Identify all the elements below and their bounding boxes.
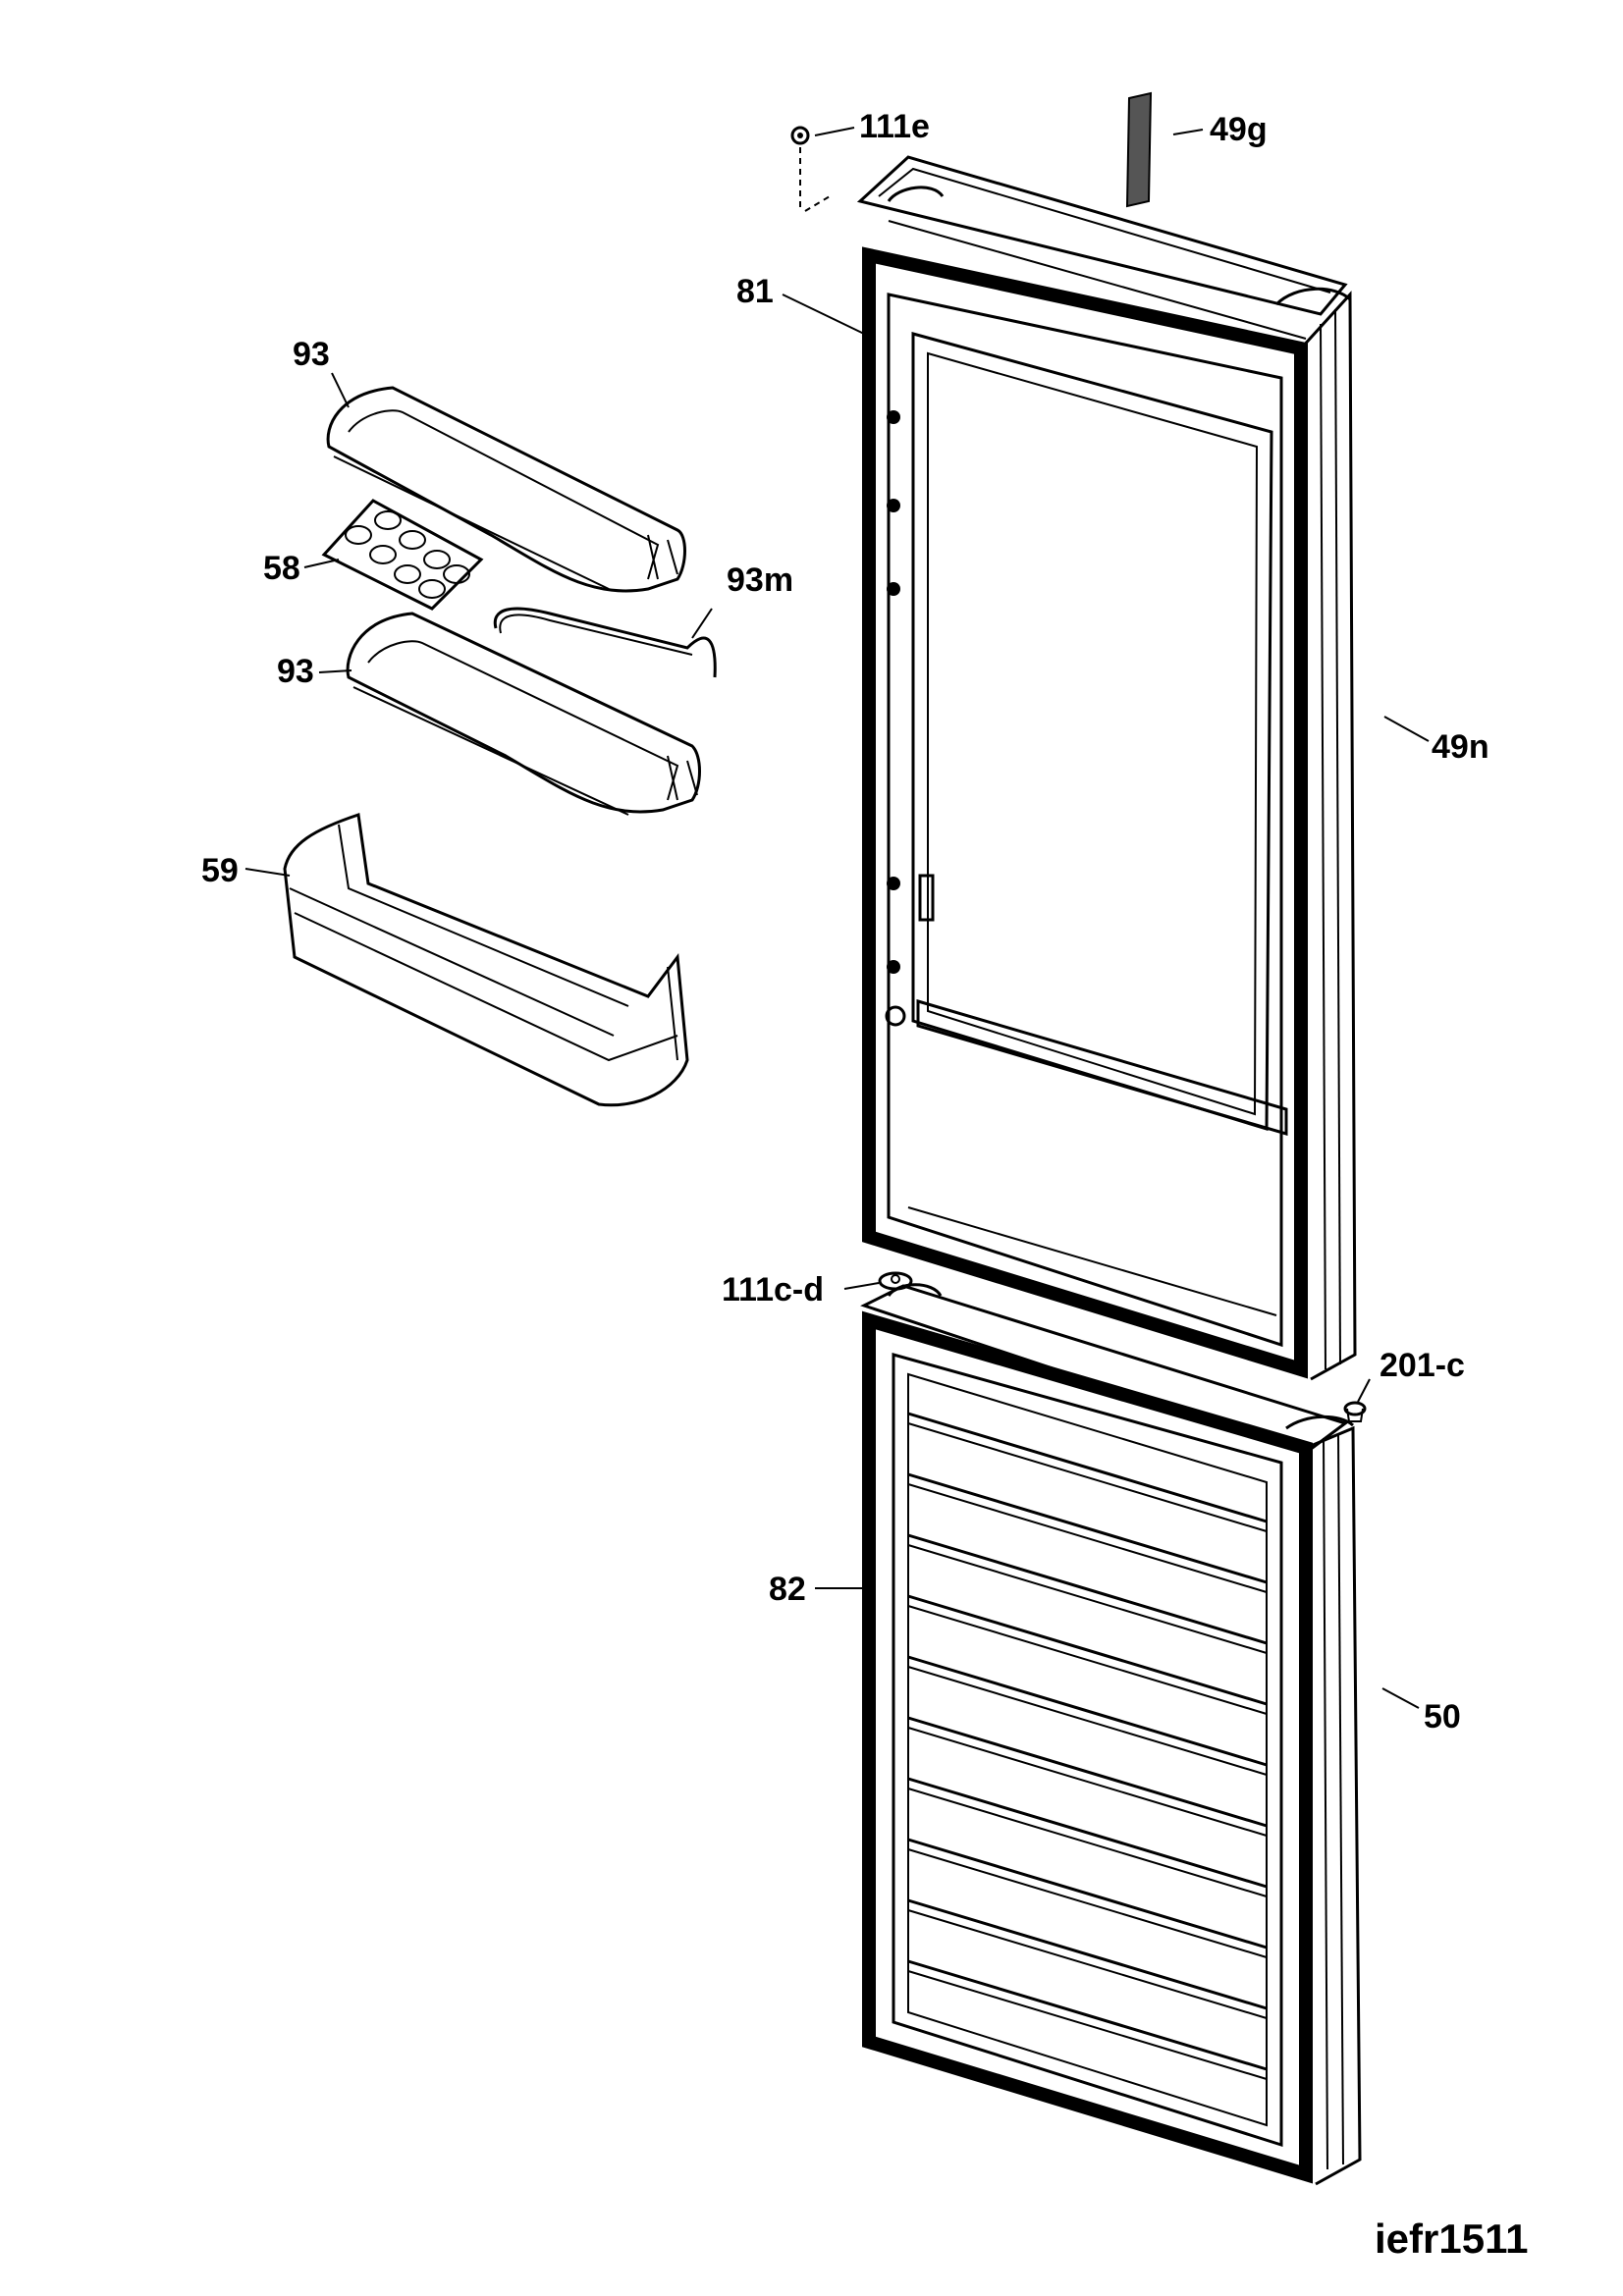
- label-49g: 49g: [1210, 111, 1268, 148]
- label-59: 59: [201, 852, 239, 889]
- label-201-c: 201-c: [1380, 1347, 1465, 1384]
- rib-line: [907, 1666, 1268, 1776]
- cover-49g: [1125, 91, 1153, 208]
- label-50: 50: [1424, 1698, 1461, 1735]
- hinge-bracket-111c-d: [878, 1271, 913, 1291]
- freezer-door-82: [860, 1283, 1362, 2186]
- rib-line: [907, 1544, 1268, 1654]
- door-shelf-93-top: [326, 386, 686, 593]
- label-111c-d: 111c-d: [722, 1271, 824, 1308]
- egg-tray-58: [321, 499, 484, 611]
- label-81: 81: [736, 273, 774, 310]
- rib-line: [907, 1970, 1268, 2080]
- rib-line: [907, 1959, 1268, 2071]
- freezer-ribs: [907, 1412, 1268, 2080]
- wire-rail-93m: [493, 607, 717, 678]
- rib-line: [907, 1716, 1268, 1828]
- rib-line: [907, 1594, 1268, 1706]
- bottle-shelf-59: [283, 813, 689, 1107]
- pin-201-c: [1343, 1401, 1367, 1422]
- label-49n: 49n: [1432, 728, 1489, 766]
- rib-line: [907, 1483, 1268, 1593]
- rib-line: [907, 1848, 1268, 1958]
- rib-line: [907, 1727, 1268, 1837]
- rib-line: [907, 1472, 1268, 1584]
- rib-line: [907, 1777, 1268, 1889]
- label-111e: 111e: [859, 108, 930, 145]
- rib-line: [907, 1909, 1268, 2019]
- rib-line: [907, 1605, 1268, 1715]
- rib-line: [907, 1412, 1268, 1523]
- label-93-mid: 93: [277, 653, 314, 690]
- rib-line: [907, 1898, 1268, 2010]
- label-82: 82: [769, 1571, 806, 1608]
- rib-line: [907, 1533, 1268, 1645]
- rib-line: [907, 1838, 1268, 1949]
- label-93-top: 93: [293, 336, 330, 373]
- rib-line: [907, 1788, 1268, 1897]
- rib-line: [907, 1422, 1268, 1532]
- drawing-reference: iefr1511: [1375, 2216, 1528, 2262]
- hinge-pin-111e: [790, 126, 831, 212]
- label-93m: 93m: [727, 561, 793, 599]
- fridge-door-81: [856, 155, 1357, 1381]
- label-58: 58: [263, 550, 300, 587]
- door-shelf-93-mid: [346, 612, 701, 816]
- door-latch: [918, 874, 935, 922]
- rib-line: [907, 1655, 1268, 1767]
